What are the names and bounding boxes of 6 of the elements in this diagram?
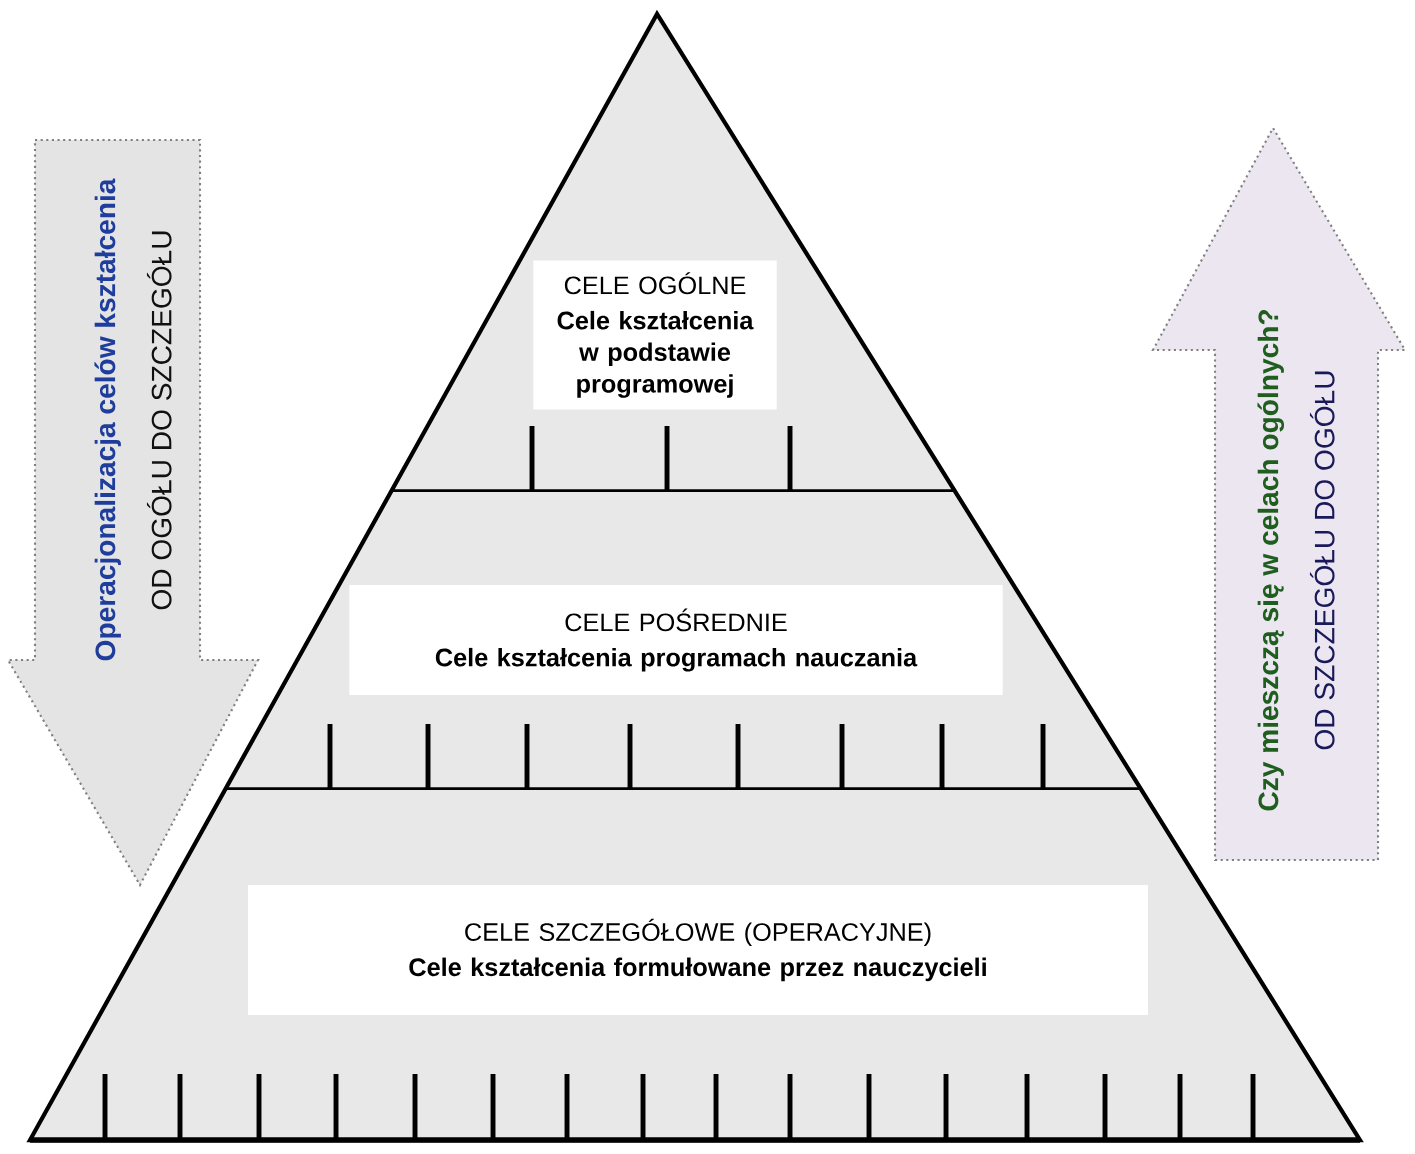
node-label: Cele kształcenia w podstawie programowej — [557, 310, 754, 398]
pyramid-tier: CELE OGÓLNE Cele kształcenia w podstawie programowej — [390, 14, 956, 495]
node-label: Cele kształcenia programach nauczania — [435, 647, 918, 672]
node-label: CELE OGÓLNE — [564, 272, 746, 295]
pyramid-tier: CELE POŚREDNIE Cele kształcenia programach nauczania — [224, 492, 1142, 793]
node-label: CELE POŚREDNIE — [565, 608, 787, 632]
